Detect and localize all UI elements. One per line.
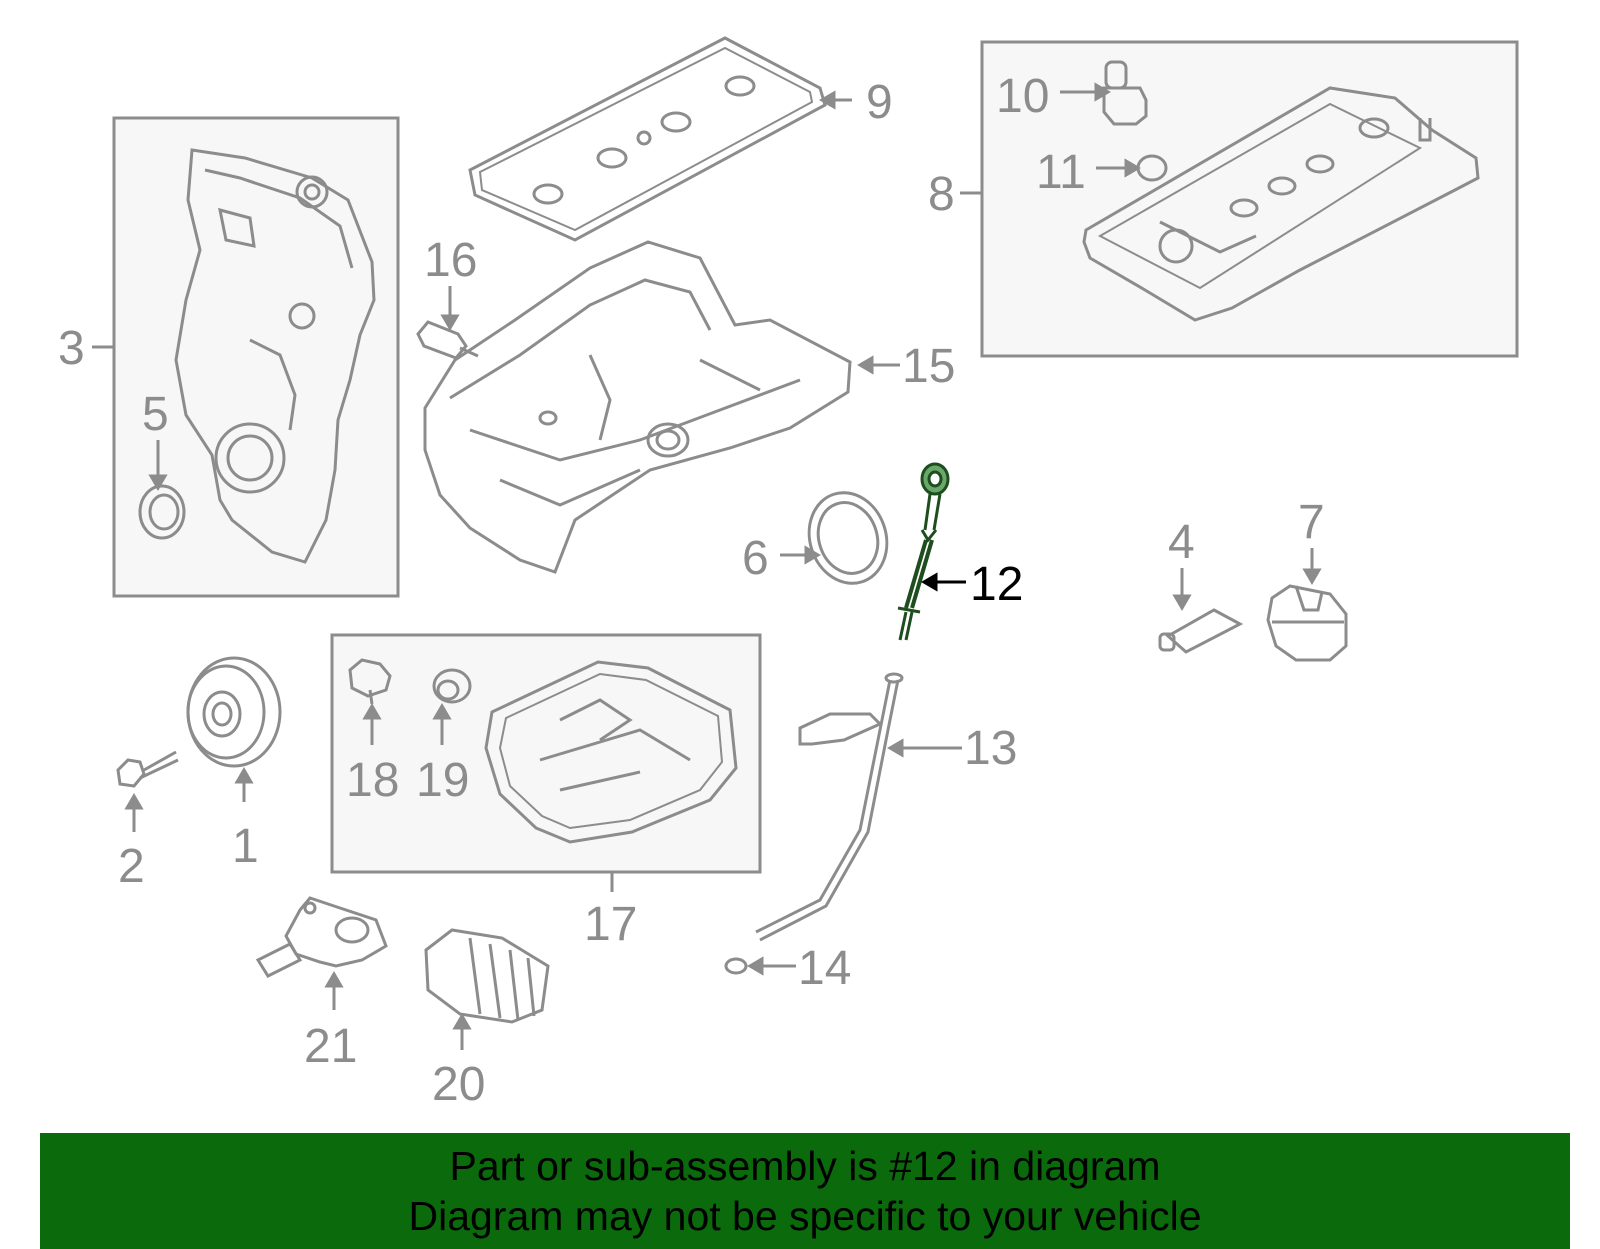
plug-part bbox=[416, 320, 479, 360]
callout-15: 15 bbox=[902, 340, 955, 393]
banner-line-1: Part or sub-assembly is #12 in diagram bbox=[449, 1143, 1161, 1189]
group-box-3 bbox=[112, 116, 400, 598]
drain-plug-part bbox=[348, 658, 392, 705]
sealant-tube-part bbox=[1158, 608, 1244, 654]
callout-19: 19 bbox=[416, 754, 469, 807]
pulley-bolt-part bbox=[116, 750, 179, 788]
lower-oil-pan-part bbox=[484, 660, 738, 844]
valve-cover-gasket-part bbox=[468, 36, 827, 242]
oil-filter-part bbox=[424, 928, 550, 1024]
dipstick-tube-part bbox=[755, 672, 904, 942]
callout-17: 17 bbox=[584, 898, 637, 951]
leader-lines bbox=[92, 82, 1322, 1050]
callout-10: 10 bbox=[996, 70, 1049, 123]
callout-14: 14 bbox=[798, 942, 851, 995]
group-box-8 bbox=[980, 40, 1519, 358]
callout-11: 11 bbox=[1036, 146, 1086, 199]
callout-20: 20 bbox=[432, 1058, 485, 1111]
drain-washer-part bbox=[432, 668, 472, 704]
group-box-17 bbox=[330, 633, 762, 874]
callout-12: 12 bbox=[970, 558, 1023, 611]
timing-cover-part bbox=[174, 148, 376, 564]
leader-line-12 bbox=[921, 572, 966, 592]
callout-18: 18 bbox=[346, 754, 399, 807]
callout-2: 2 bbox=[118, 840, 145, 893]
crank-pulley-part bbox=[186, 656, 282, 768]
valve-cover-part bbox=[1082, 86, 1480, 322]
callout-7: 7 bbox=[1298, 496, 1325, 549]
callout-5: 5 bbox=[142, 388, 169, 441]
rear-seal-part bbox=[807, 491, 889, 585]
callout-21: 21 bbox=[304, 1020, 357, 1073]
pcv-valve-part bbox=[1102, 60, 1148, 126]
callout-16: 16 bbox=[424, 234, 477, 287]
callout-8: 8 bbox=[928, 168, 955, 221]
callout-9: 9 bbox=[866, 76, 893, 129]
callout-13: 13 bbox=[964, 722, 1017, 775]
callout-labels: 1 2 3 4 5 6 7 8 9 10 11 13 14 15 16 17 1… bbox=[58, 70, 1325, 1111]
oil-filler-cap-part bbox=[1266, 584, 1348, 662]
notice-banner: Part or sub-assembly is #12 in diagram D… bbox=[40, 1133, 1570, 1249]
tube-o-ring-part bbox=[724, 957, 748, 975]
parts-diagram: 1 2 3 4 5 6 7 8 9 10 11 13 14 15 16 17 1… bbox=[58, 36, 1519, 1111]
callout-3: 3 bbox=[58, 322, 85, 375]
callout-6: 6 bbox=[742, 532, 769, 585]
oil-dipstick-part bbox=[897, 462, 950, 641]
upper-oil-pan-part bbox=[423, 240, 852, 574]
callout-4: 4 bbox=[1168, 516, 1195, 569]
front-seal-part bbox=[138, 484, 186, 540]
oil-filter-bracket-part bbox=[255, 896, 388, 978]
banner-line-2: Diagram may not be specific to your vehi… bbox=[408, 1193, 1202, 1239]
callout-1: 1 bbox=[232, 820, 259, 873]
